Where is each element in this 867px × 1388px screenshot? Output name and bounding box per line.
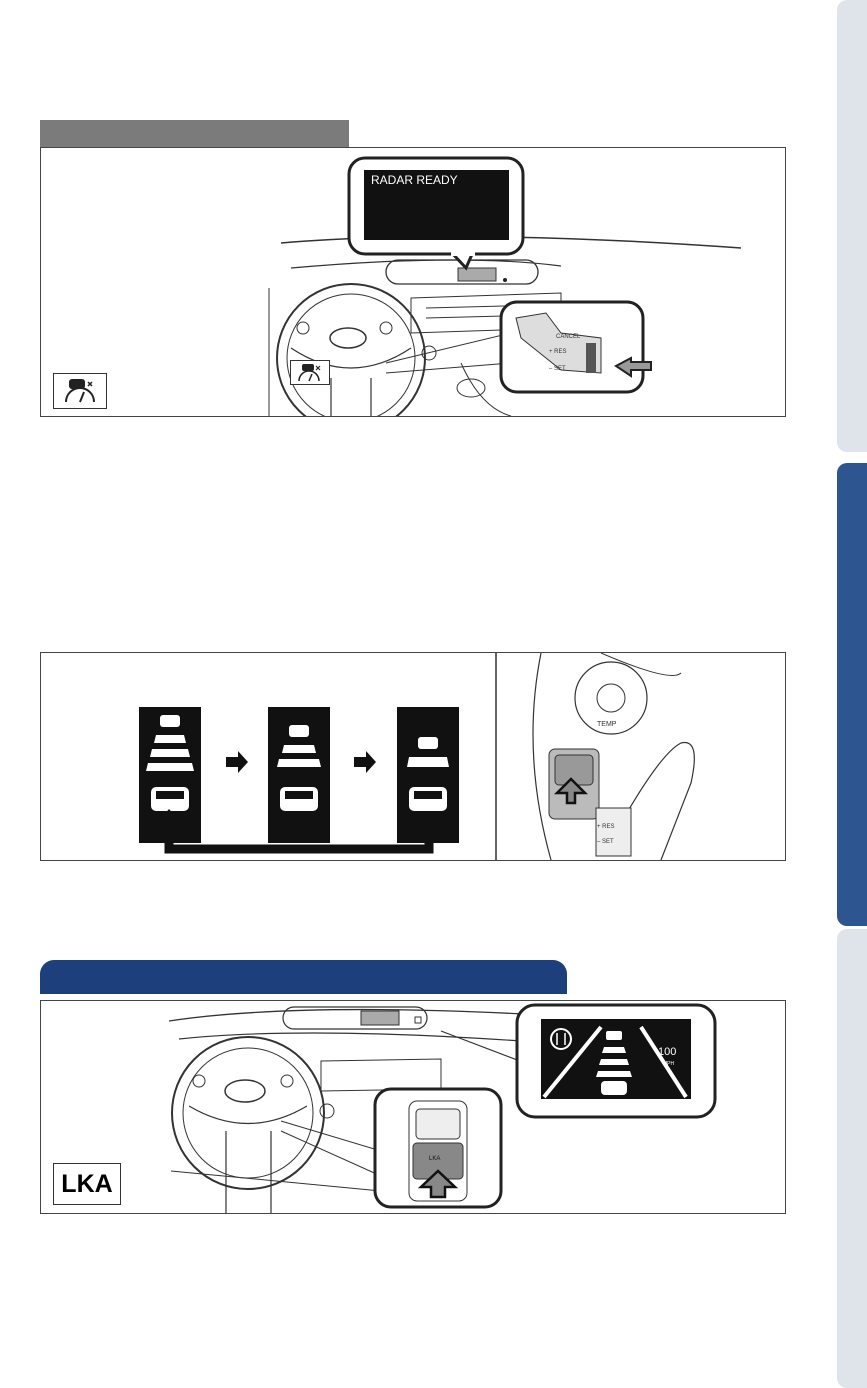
press-arrow-distance <box>553 777 589 805</box>
side-tab-3[interactable] <box>837 929 867 1388</box>
lever2-res-label: + RES <box>597 824 615 830</box>
section-header-bar-gray <box>40 120 349 147</box>
distance-panel-medium <box>268 707 330 843</box>
radar-cruise-icon <box>53 373 107 409</box>
figure-following-distance: TEMP + RES – SET <box>40 652 786 861</box>
side-tab-2-active[interactable] <box>837 463 867 926</box>
speed-unit: MPH <box>663 1061 675 1067</box>
press-arrow-lka <box>417 1169 459 1199</box>
figure-radar-cruise: RADAR READY CANCEL + RES – SET <box>40 147 786 433</box>
lever-set-label: – SET <box>549 366 566 372</box>
press-arrow <box>614 356 652 378</box>
dashboard-illustration-lka: 100 MPH LKA <box>168 1003 717 1213</box>
radar-cruise-inline-icon <box>290 360 330 385</box>
dashboard-illustration-1: RADAR READY CANCEL + RES – SET <box>268 156 742 433</box>
lever2-set-label: – SET <box>597 839 614 845</box>
section-header-bar-blue <box>40 960 567 994</box>
side-tab-1[interactable] <box>837 0 867 452</box>
lever-res-label: + RES <box>549 349 567 355</box>
temp-label: TEMP <box>597 721 617 728</box>
lka-icon-badge: LKA <box>53 1163 121 1205</box>
figure-lka: 100 MPH LKA LKA <box>40 1000 786 1214</box>
distance-illustration: TEMP + RES – SET <box>139 652 695 861</box>
distance-panel-short <box>397 707 459 843</box>
speed-value: 100 <box>658 1046 676 1058</box>
distance-switch-illustration: TEMP + RES – SET <box>532 652 695 861</box>
lever-cancel-label: CANCEL <box>556 334 581 340</box>
radar-ready-text: RADAR READY <box>371 173 458 187</box>
lka-switch-label: LKA <box>429 1156 440 1162</box>
steering-wheel-lka <box>171 1036 325 1190</box>
